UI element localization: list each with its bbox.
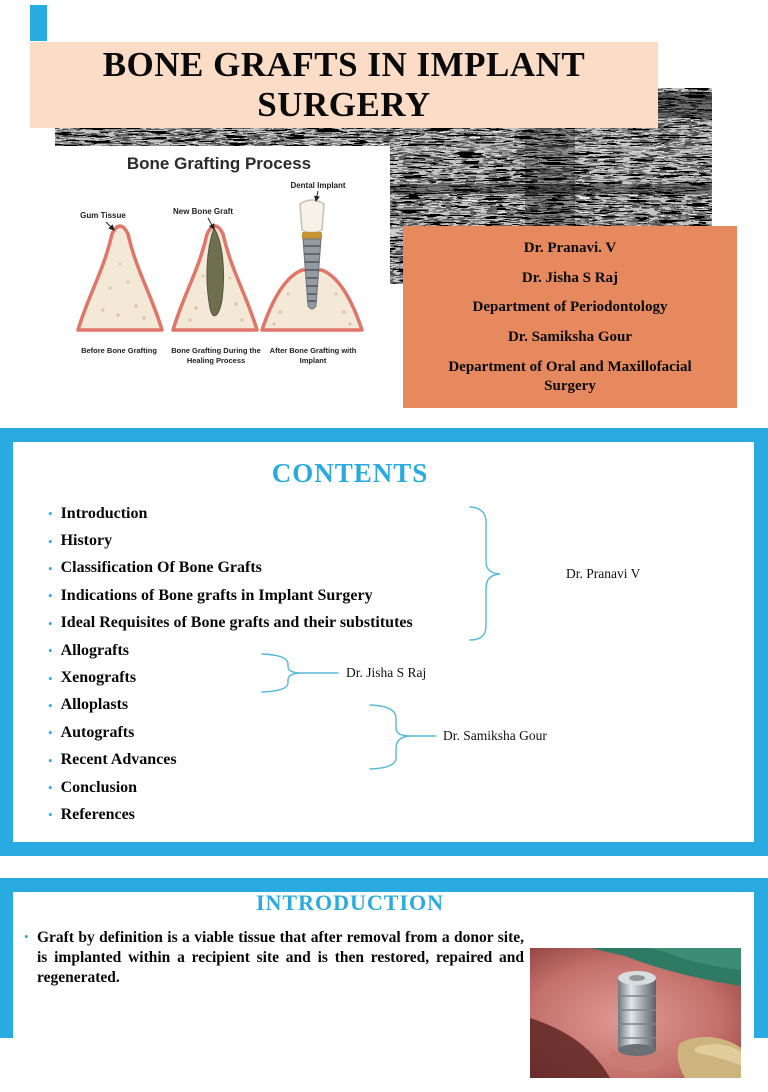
bullet-dot: • (48, 725, 53, 741)
bullet-dot: • (48, 670, 53, 686)
diagram-caption-after: After Bone Grafting with Implant (269, 346, 357, 365)
diagram-title: Bone Grafting Process (126, 154, 312, 173)
author-department: Department of Periodontology (472, 299, 668, 316)
author-name: Dr. Samiksha Gour (507, 329, 633, 345)
dental-implant-graphic (299, 199, 325, 310)
bullet-dot: • (48, 615, 53, 631)
contents-item: •Indications of Bone grafts in Implant S… (48, 586, 373, 604)
bone-grafting-diagram: Bone Grafting Process (48, 146, 390, 376)
dental-implant-label: Dental Implant (290, 181, 345, 190)
bullet-dot: • (48, 807, 53, 823)
contents-item: •History (48, 532, 113, 550)
introduction-paragraph: • Graft by definition is a viable tissue… (24, 928, 524, 988)
slide-title-banner: BONE GRAFTS IN IMPLANT SURGERY (30, 42, 658, 128)
gum-with-graft-shape (171, 224, 259, 332)
contents-heading: CONTENTS (271, 458, 429, 488)
clinical-photo (530, 948, 741, 1078)
contents-list: •Introduction •History •Classification O… (48, 500, 488, 829)
bullet-dot: • (48, 643, 53, 659)
bullet-dot: • (48, 588, 53, 604)
author-department: Department of Oral and Maxillofacial Sur… (448, 358, 692, 394)
bone-grafting-illustration: Gum Tissue New Bone Graft Dental Implant (76, 181, 364, 332)
healing-abutment-graphic (618, 971, 656, 1056)
author-name: Dr. Jisha S Raj (521, 269, 619, 286)
bullet-dot: • (48, 697, 53, 713)
accent-bar (30, 5, 47, 41)
bullet-dot: • (48, 533, 53, 549)
presentation-title: BONE GRAFTS IN IMPLANT SURGERY (102, 44, 586, 124)
contents-item: •Xenografts (48, 669, 137, 687)
contents-item: •Ideal Requisites of Bone grafts and the… (48, 614, 413, 632)
author-name: Dr. Pranavi. V (523, 239, 617, 256)
contents-item: •Autografts (48, 723, 135, 741)
bullet-dot: • (48, 506, 53, 522)
annotation-pranavi: Dr. Pranavi V (566, 566, 641, 581)
annotation-samiksha: Dr. Samiksha Gour (443, 728, 547, 743)
contents-item: •Conclusion (48, 778, 138, 796)
contents-item: •Classification Of Bone Grafts (48, 559, 262, 577)
contents-item: •Allografts (48, 641, 129, 659)
bullet-dot: • (48, 752, 53, 768)
authors-box: Dr. Pranavi. V Dr. Jisha S Raj Departmen… (403, 226, 737, 408)
contents-item: •Introduction (48, 504, 148, 522)
annotation-jisha: Dr. Jisha S Raj (346, 665, 427, 680)
gum-before-shape (76, 224, 164, 332)
implant-clinical-image (530, 948, 741, 1078)
contents-item: •Alloplasts (48, 696, 129, 714)
title-slide: BONE GRAFTS IN IMPLANT SURGERY Bone Graf… (0, 0, 768, 428)
gum-tissue-label: Gum Tissue (80, 211, 126, 220)
slide-background (13, 442, 754, 842)
bullet-dot: • (24, 929, 29, 944)
diagram-caption-during: Bone Grafting During the Healing Process (171, 346, 261, 365)
bullet-dot: • (48, 780, 53, 796)
contents-item: •Recent Advances (48, 751, 177, 769)
contents-item: •References (48, 805, 135, 823)
bullet-dot: • (48, 560, 53, 576)
introduction-text: Graft by definition is a viable tissue t… (37, 929, 524, 987)
introduction-heading: INTRODUCTION (255, 890, 445, 915)
diagram-caption-before: Before Bone Grafting (81, 346, 157, 355)
introduction-slide: INTRODUCTION • Graft by definition is a … (0, 878, 768, 1092)
new-bone-graft-label: New Bone Graft (173, 207, 233, 216)
contents-slide: CONTENTS •Introduction •History •Classif… (0, 428, 768, 856)
gum-with-implant-shape (260, 199, 364, 332)
